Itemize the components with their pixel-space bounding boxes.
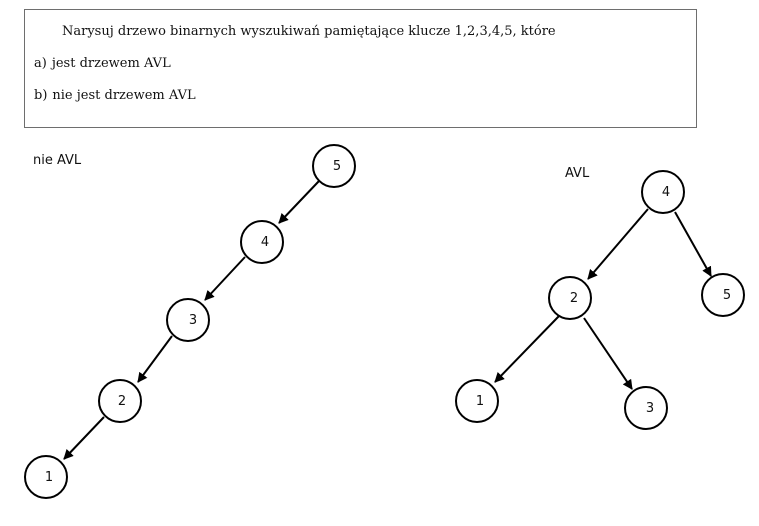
edge-4-3 [204,256,246,301]
avl-label: AVL [565,166,590,181]
node-3-key: 3 [646,401,654,416]
node-3: 3 [166,298,210,342]
task-box: Narysuj drzewo binarnych wyszukiwań pami… [24,9,697,128]
edge-2-3 [583,317,633,390]
edge-5-4 [278,180,320,224]
node-4: 4 [641,170,685,214]
node-4-key: 4 [662,185,670,200]
non-avl-label: nie AVL [33,153,82,168]
edge-4-5 [674,211,712,277]
node-4-key: 4 [261,235,269,250]
node-5: 5 [312,144,356,188]
edge-2-1 [63,416,105,460]
edge-3-2 [137,335,173,383]
non-avl-tree: nie AVL 5 4 3 2 1 [24,144,356,499]
node-1-key: 1 [45,470,53,485]
node-1: 1 [24,455,68,499]
node-2: 2 [98,379,142,423]
option-a: a) jest drzewem AVL [34,56,171,71]
node-2-key: 2 [570,291,578,306]
option-a-text: jest drzewem AVL [51,56,171,71]
node-4: 4 [240,220,284,264]
option-b-text: nie jest drzewem AVL [52,88,196,103]
node-3-key: 3 [189,313,197,328]
option-b: b) nie jest drzewem AVL [34,88,196,103]
node-5: 5 [701,273,745,317]
edge-4-2 [587,208,649,280]
node-2: 2 [548,276,592,320]
node-3: 3 [624,386,668,430]
option-b-letter: b) [34,88,48,103]
option-a-letter: a) [34,56,47,71]
node-5-key: 5 [723,288,731,303]
node-1: 1 [455,379,499,423]
avl-tree: AVL 4 2 5 1 3 [455,166,745,430]
node-2-key: 2 [118,394,126,409]
node-1-key: 1 [476,394,484,409]
edge-2-1 [494,315,560,383]
task-prompt: Narysuj drzewo binarnych wyszukiwań pami… [62,24,556,39]
node-5-key: 5 [333,159,341,174]
